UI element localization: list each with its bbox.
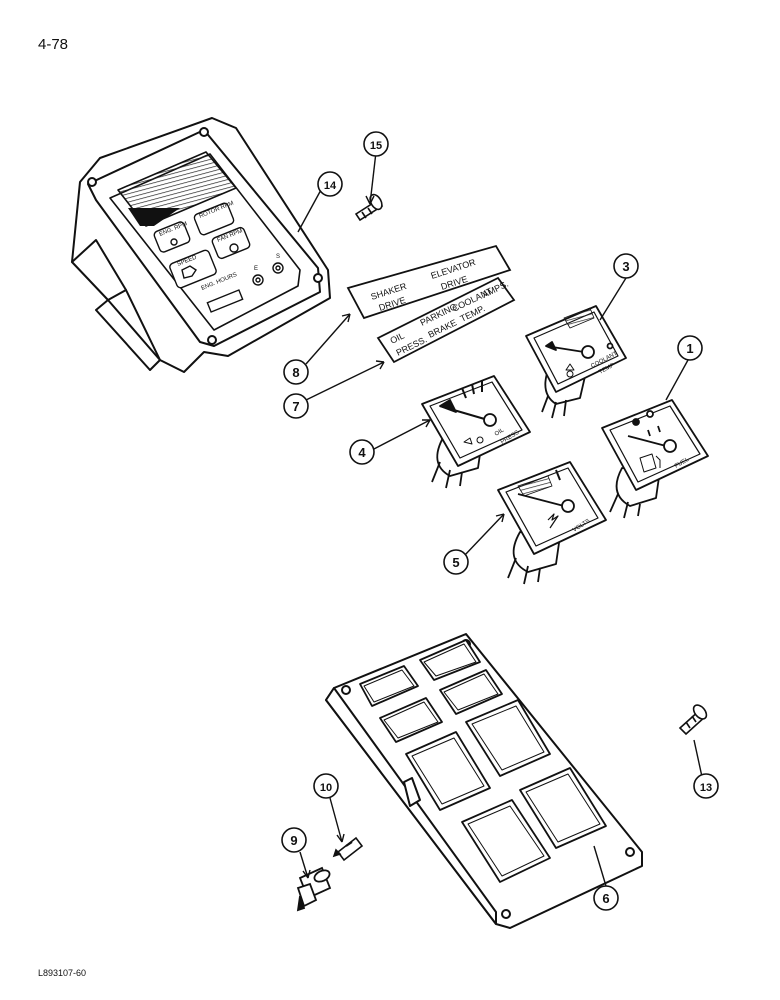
lamp-socket-9 xyxy=(296,866,332,912)
callout-9-label: 9 xyxy=(290,833,297,848)
decal-8: SHAKER DRIVE ELEVATOR DRIVE xyxy=(346,244,512,320)
eng-rpm-button xyxy=(153,221,191,253)
monitor-housing xyxy=(71,117,331,373)
callout-1-label: 1 xyxy=(686,341,693,356)
callout-5-label: 5 xyxy=(452,555,459,570)
callout-13 xyxy=(693,773,719,799)
callout-4-label: 4 xyxy=(358,445,366,460)
callout-13-label: 13 xyxy=(700,782,712,794)
callout-15-label: 15 xyxy=(370,140,382,152)
callout-15 xyxy=(363,131,389,157)
rotor-rpm-button xyxy=(193,202,235,236)
callout-5 xyxy=(443,549,469,575)
callout-3-label: 3 xyxy=(622,259,629,274)
callouts xyxy=(281,131,719,911)
callout-6-label: 6 xyxy=(602,891,609,906)
callout-10-label: 10 xyxy=(320,782,332,794)
callout-4 xyxy=(349,439,375,465)
callout-14-label: 14 xyxy=(324,180,337,192)
callout-14 xyxy=(317,171,343,197)
oil-label: OIL xyxy=(494,427,506,438)
callout-1 xyxy=(677,335,703,361)
callout-8-label: 8 xyxy=(292,365,299,380)
gauge-fuel xyxy=(601,399,709,519)
gauge-coolant-temp xyxy=(525,305,627,419)
figure-code: L893107-60 xyxy=(38,968,87,978)
monitor-buttons xyxy=(153,202,284,313)
callout-3 xyxy=(613,253,639,279)
s-label: S xyxy=(276,254,280,260)
callout-9 xyxy=(281,827,307,853)
fan-rpm-button xyxy=(211,226,251,260)
callout-8 xyxy=(283,359,309,385)
callout-7 xyxy=(283,393,309,419)
bulb-10 xyxy=(332,836,364,862)
switch-panel xyxy=(325,633,643,929)
gauge-oil-press xyxy=(421,375,531,489)
callout-6 xyxy=(593,885,619,911)
screw-13 xyxy=(678,704,708,736)
e-label: E xyxy=(254,266,258,272)
gauge-volts xyxy=(497,461,607,585)
page-number: 4-78 xyxy=(38,36,69,53)
eng-hours-display xyxy=(206,289,244,313)
callout-7-label: 7 xyxy=(292,399,299,414)
leader-lines xyxy=(297,151,705,887)
callout-10 xyxy=(313,773,339,799)
